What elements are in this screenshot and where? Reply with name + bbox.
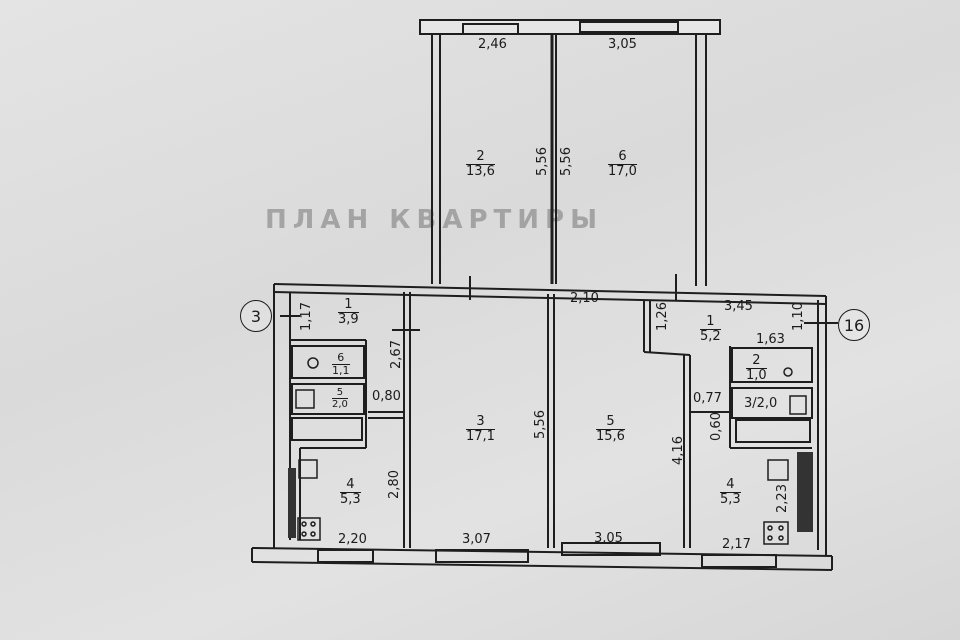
axis-marker-right-label: 16 [843,315,865,335]
room-area: 5,3 [340,492,361,508]
axis-marker-left: 3 [240,300,272,332]
dim-right-passage: 0,77 [693,391,722,406]
dim-left-stack-height: 2,67 [388,340,404,369]
dim-left-4-height: 2,80 [386,470,402,499]
room-area: 5,3 [720,492,741,508]
axis-marker-left-label: 3 [250,306,262,326]
room-number: 1 [700,314,721,331]
dim-right-4-height: 2,23 [774,484,790,513]
dim-left-4-width: 2,20 [338,532,367,547]
room-number: 5 [332,387,348,399]
dim-top-6-height: 5,56 [558,147,574,176]
room-area: 3,9 [338,312,359,328]
room-area: 1,0 [746,368,767,384]
room-area: 15,6 [596,429,625,445]
dim-left-1-height: 1,17 [298,302,314,331]
dim-left-corridor-width: 0,80 [372,389,401,404]
room-number: 6 [332,351,350,366]
room-right-3-label: 3/2,0 [744,396,778,411]
axis-marker-right: 16 [838,309,870,341]
dim-right-4-width: 2,17 [722,537,751,552]
dim-center-3-width: 3,07 [462,532,491,547]
room-area: 5,2 [700,329,721,345]
room-number: 4 [340,477,361,494]
room-area: 13,6 [466,164,495,180]
room-area: 17,0 [608,164,637,180]
room-number: 2 [746,353,767,370]
dim-right-gap: 0,60 [708,412,724,441]
dim-top-6-width: 3,05 [608,37,637,52]
room-area: 17,1 [466,429,495,445]
dim-center-5-top: 2,10 [570,291,599,306]
room-number: 5 [596,414,625,431]
dim-right-1-inner: 1,63 [756,332,785,347]
dim-top-2-height: 5,56 [534,147,550,176]
room-number: 4 [720,477,741,494]
room-number: 3 [466,414,495,431]
dim-top-2-width: 2,46 [478,37,507,52]
room-area: 2,0 [332,399,348,410]
dim-center-5-height: 4,16 [670,436,686,465]
dim-right-1-top: 3,45 [724,299,753,314]
room-number: 6 [608,149,637,166]
room-number: 1 [338,297,359,314]
dim-right-1-niche: 1,26 [654,302,670,331]
room-number: 2 [466,149,495,166]
dim-right-1-side: 1,10 [790,302,806,331]
room-area: 1,1 [332,364,350,378]
dim-center-5-bottom: 3,05 [594,531,623,546]
dim-center-3-height: 5,56 [532,410,548,439]
